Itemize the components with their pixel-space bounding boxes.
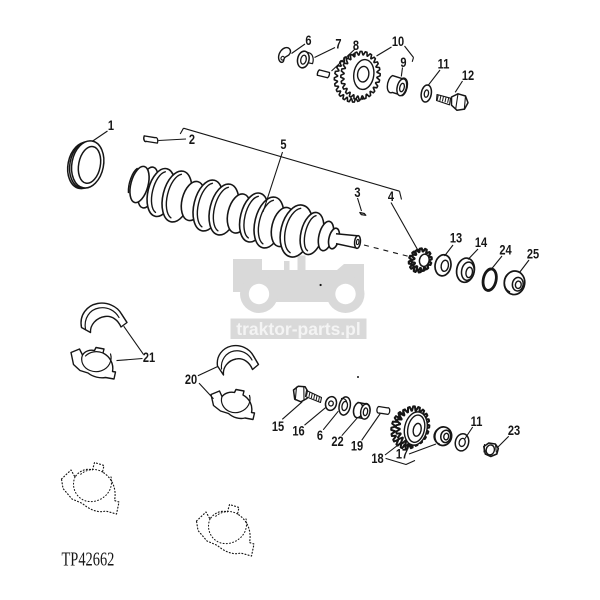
svg-text:11: 11 — [471, 414, 483, 429]
svg-text:3: 3 — [354, 185, 360, 200]
svg-text:7: 7 — [335, 36, 341, 51]
svg-text:13: 13 — [450, 230, 462, 245]
svg-text:25: 25 — [527, 246, 539, 261]
svg-text:12: 12 — [462, 68, 474, 83]
svg-text:11: 11 — [438, 56, 450, 71]
svg-text:23: 23 — [508, 423, 520, 438]
svg-text:16: 16 — [292, 423, 304, 438]
svg-text:5: 5 — [280, 137, 286, 152]
svg-text:4: 4 — [388, 189, 394, 204]
svg-text:10: 10 — [392, 34, 404, 49]
svg-text:20: 20 — [185, 372, 197, 387]
svg-text:traktor-parts.pl: traktor-parts.pl — [236, 319, 360, 339]
svg-text:8: 8 — [353, 38, 359, 53]
svg-text:21: 21 — [143, 350, 155, 365]
svg-text:2: 2 — [189, 132, 195, 147]
svg-text:18: 18 — [371, 451, 383, 466]
svg-text:17: 17 — [396, 446, 408, 461]
svg-text:TP42662: TP42662 — [62, 548, 115, 570]
svg-text:14: 14 — [475, 235, 487, 250]
svg-text:6: 6 — [305, 33, 311, 48]
svg-text:9: 9 — [400, 55, 406, 70]
svg-text:24: 24 — [499, 242, 511, 257]
svg-text:15: 15 — [272, 419, 284, 434]
svg-text:6: 6 — [317, 428, 323, 443]
svg-text:22: 22 — [331, 434, 343, 449]
svg-text:19: 19 — [351, 438, 363, 453]
svg-text:1: 1 — [108, 118, 114, 133]
